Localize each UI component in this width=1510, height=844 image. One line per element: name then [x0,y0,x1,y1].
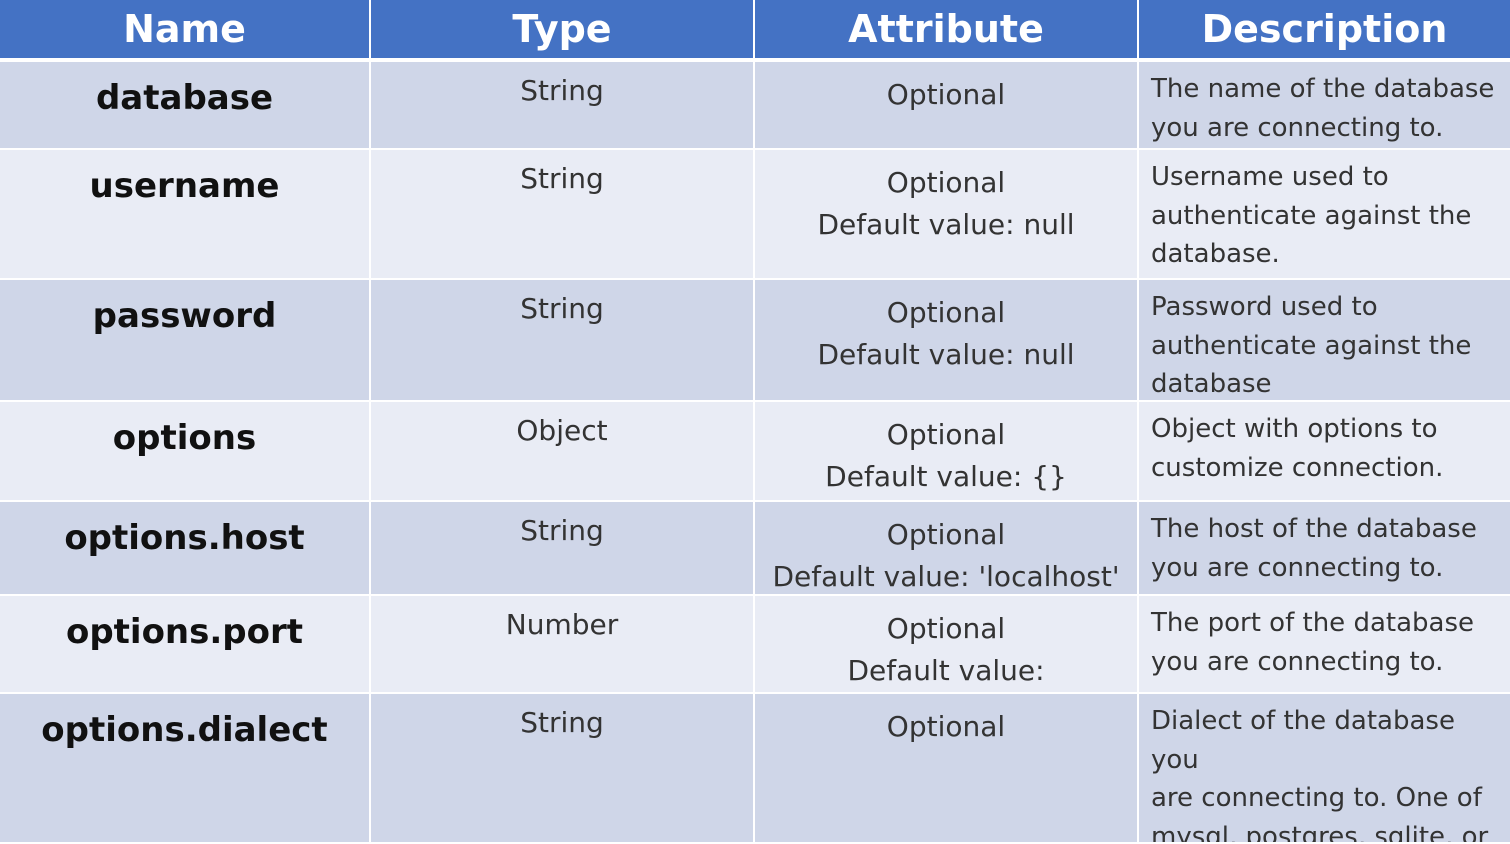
cell-type: String [371,150,755,280]
cell-attribute: Optional [755,62,1139,150]
attribute-line: Optional [886,78,1006,111]
cell-attribute: Optional Default value: null [755,150,1139,280]
cell-type: String [371,280,755,402]
cell-description: The host of the database you are connect… [1139,502,1510,596]
cell-attribute: Optional Default value: null [755,280,1139,402]
cell-name: username [0,150,371,280]
cell-attribute: Optional Default value: 'localhost' [755,502,1139,596]
cell-attribute: Optional [755,694,1139,844]
cell-type: String [371,694,755,844]
header-type: Type [371,0,755,62]
cell-name: password [0,280,371,402]
cell-description: Object with options to customize connect… [1139,402,1510,502]
attribute-line: Optional [886,418,1006,451]
cell-name: options.host [0,502,371,596]
attribute-line: Default value: null [817,208,1075,241]
header-attribute: Attribute [755,0,1139,62]
attribute-line: Default value: 'localhost' [772,560,1120,593]
cell-name: options [0,402,371,502]
cell-description: The name of the database you are connect… [1139,62,1510,150]
attribute-line: Default value: {} [825,460,1067,493]
attribute-line: Optional [886,166,1006,199]
attribute-line: Optional [886,612,1006,645]
attribute-line: Optional [886,710,1006,743]
cell-name: database [0,62,371,150]
cell-type: String [371,502,755,596]
cell-description: The port of the database you are connect… [1139,596,1510,694]
cell-description: Username used to authenticate against th… [1139,150,1510,280]
cell-name: options.dialect [0,694,371,844]
attribute-line: Default value: [847,654,1045,687]
cell-name: options.port [0,596,371,694]
cell-description: Password used to authenticate against th… [1139,280,1510,402]
cell-attribute: Optional Default value: {} [755,402,1139,502]
attribute-line: Default value: null [817,338,1075,371]
cell-type: String [371,62,755,150]
cell-attribute: Optional Default value: [755,596,1139,694]
header-name: Name [0,0,371,62]
cell-type: Number [371,596,755,694]
attribute-line: Optional [886,296,1006,329]
cell-description: Dialect of the database you are connecti… [1139,694,1510,844]
attribute-line: Optional [886,518,1006,551]
cell-type: Object [371,402,755,502]
header-description: Description [1139,0,1510,62]
